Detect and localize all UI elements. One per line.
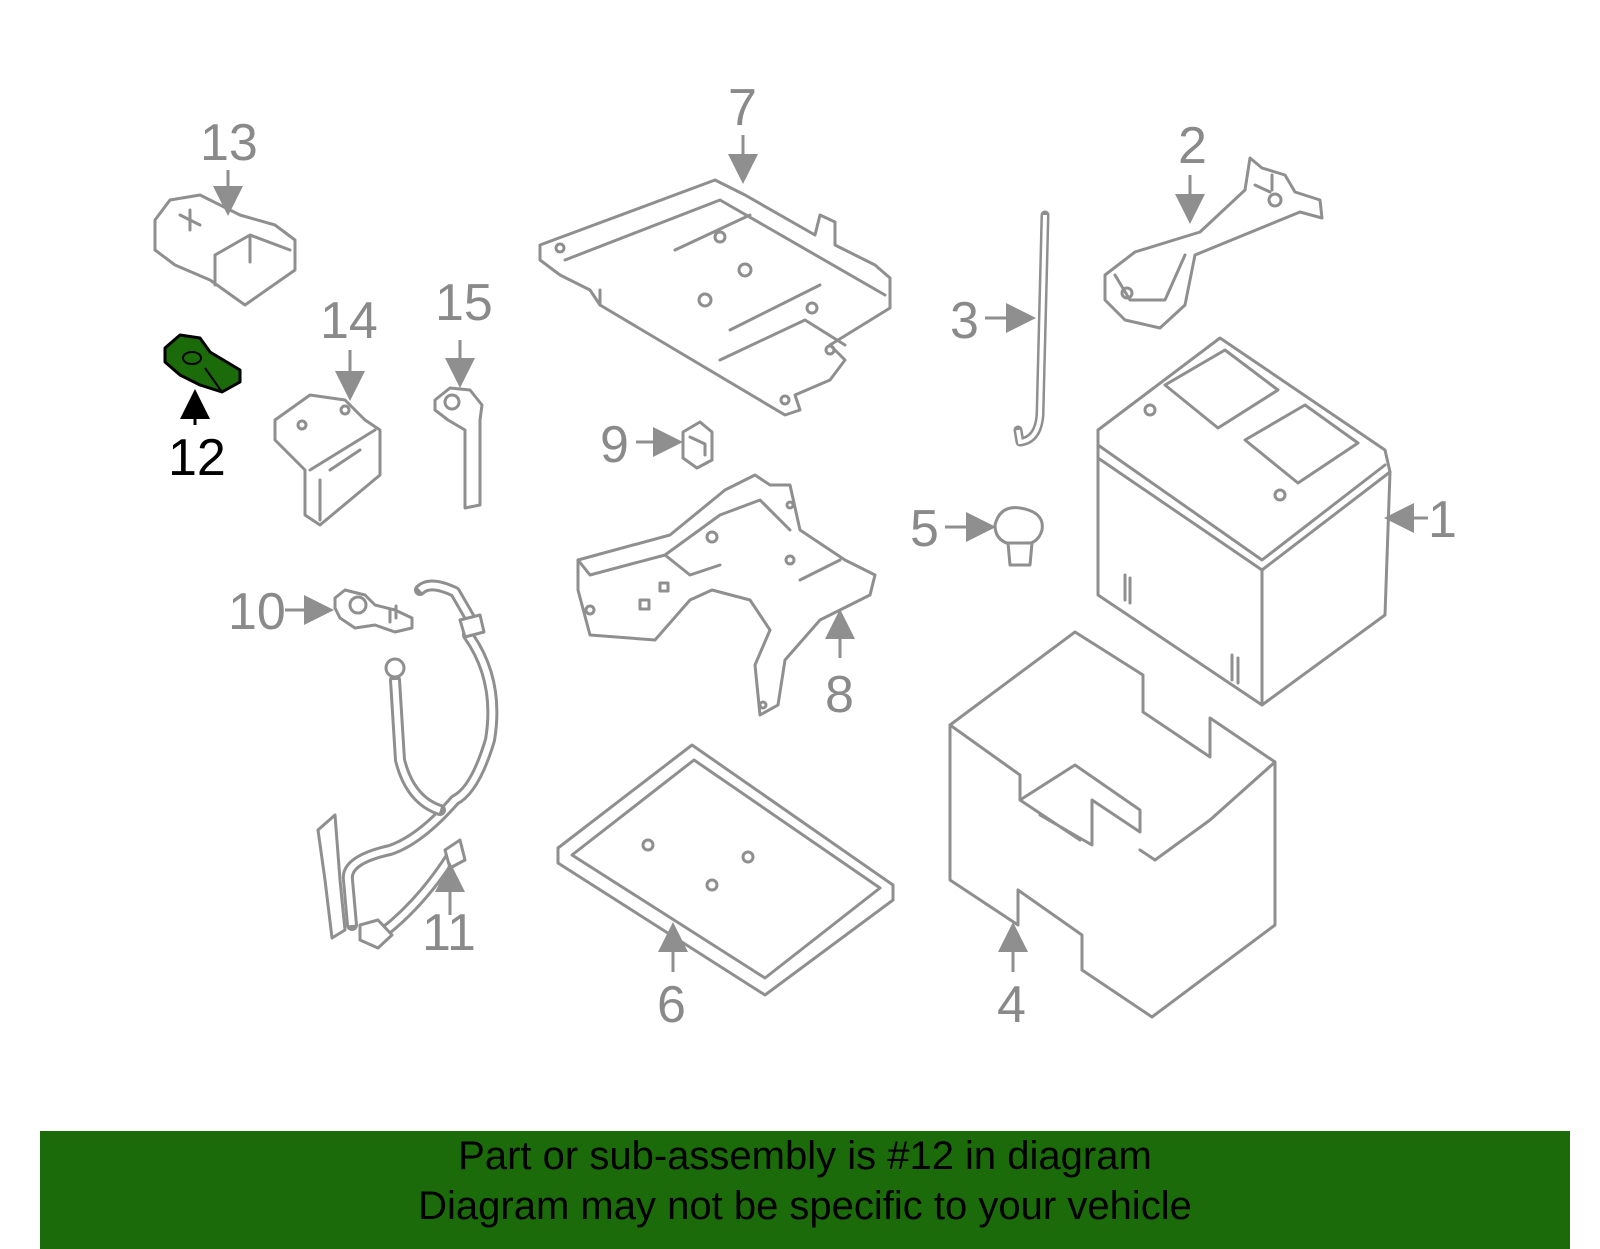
info-banner: Part or sub-assembly is #12 in diagram D… <box>40 1131 1570 1249</box>
callout-9: 9 <box>600 416 629 474</box>
callout-12: 12 <box>168 429 226 487</box>
callout-2: 2 <box>1178 117 1207 175</box>
part-12-terminal[interactable] <box>163 333 242 394</box>
callout-1: 1 <box>1428 491 1457 549</box>
part-15-fusible-link[interactable] <box>433 386 484 510</box>
callout-10: 10 <box>228 583 286 641</box>
callout-7: 7 <box>728 79 757 137</box>
part-11-cable[interactable] <box>316 579 499 950</box>
callout-15: 15 <box>435 274 493 332</box>
part-8-bracket[interactable] <box>576 473 877 717</box>
part-10-terminal[interactable] <box>333 588 414 634</box>
part-2-frame[interactable] <box>1103 156 1324 330</box>
callout-5: 5 <box>910 500 939 558</box>
banner-line-2: Diagram may not be specific to your vehi… <box>418 1184 1192 1228</box>
part-4-insulator[interactable] <box>948 630 1277 1019</box>
callout-13: 13 <box>200 114 258 172</box>
callout-4: 4 <box>997 976 1026 1034</box>
callout-8: 8 <box>825 666 854 724</box>
callout-11: 11 <box>422 904 476 962</box>
callout-14: 14 <box>320 292 378 350</box>
part-1-battery[interactable] <box>1096 336 1392 707</box>
part-6-tray[interactable] <box>556 743 895 997</box>
part-14-fuse-cover[interactable] <box>273 393 382 527</box>
callout-6: 6 <box>657 976 686 1034</box>
part-9-clip[interactable] <box>681 420 714 470</box>
part-3-rod[interactable] <box>1013 210 1050 447</box>
parts-diagram: 13 12 14 15 7 9 <box>153 79 1457 1034</box>
callout-3: 3 <box>950 292 979 350</box>
part-7-upper-tray[interactable] <box>538 178 892 417</box>
part-13-terminal-cover[interactable] <box>153 193 297 307</box>
banner-line-1: Part or sub-assembly is #12 in diagram <box>458 1134 1152 1178</box>
part-5-clip[interactable] <box>993 506 1044 567</box>
